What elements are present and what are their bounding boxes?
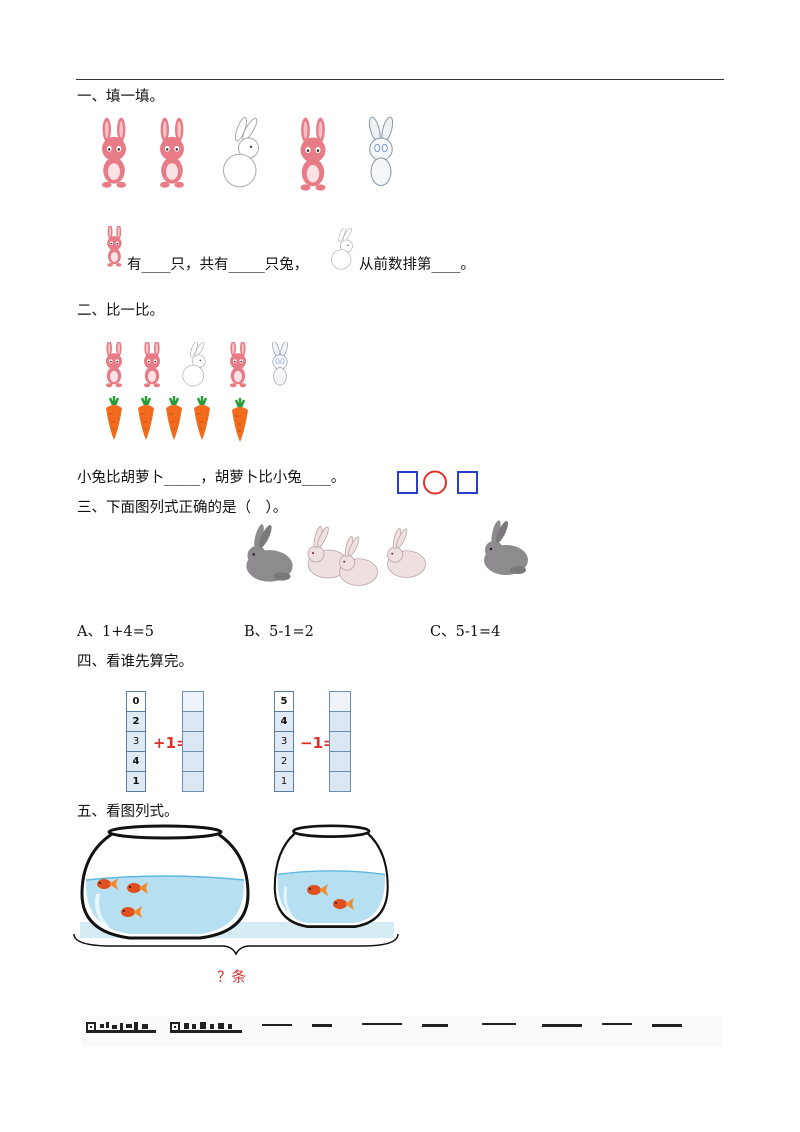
- carrot-icon: [192, 396, 212, 442]
- right-number-column: 5 4 3 2 1: [274, 691, 294, 792]
- answer-cell[interactable]: [329, 712, 351, 732]
- answer-cell[interactable]: [182, 712, 204, 732]
- answer-cell[interactable]: [329, 691, 351, 712]
- right-operator: −1=: [300, 734, 336, 752]
- rabbit-white-photo-icon: [387, 527, 426, 578]
- fishbowl-right-icon: [272, 823, 390, 929]
- carrot-icon: [164, 396, 184, 442]
- rabbit-grey-icon: [366, 116, 396, 186]
- section-3-title: 三、下面图列式正确的是（ ）。: [77, 500, 288, 516]
- answer-cell[interactable]: [182, 772, 204, 792]
- carrot-icon: [104, 396, 124, 442]
- rabbit-photo-group: [246, 520, 528, 586]
- number-cell: 5: [274, 691, 294, 712]
- answer-square-icon: [397, 471, 418, 494]
- rabbit-grey-photo-icon: [484, 520, 528, 575]
- answer-cell[interactable]: [329, 752, 351, 772]
- rabbit-white-icon: [222, 116, 260, 188]
- number-cell: 2: [126, 712, 146, 732]
- number-cell: 1: [126, 772, 146, 792]
- fishbowl-scene: [73, 823, 399, 956]
- answer-cell[interactable]: [182, 752, 204, 772]
- option-b: B、5-1=2: [244, 624, 314, 640]
- rabbit-white-icon: [182, 342, 207, 387]
- rabbit-pink-small-icon: [107, 226, 122, 267]
- carrot-icon: [230, 396, 250, 444]
- option-c: C、5-1=4: [430, 624, 501, 640]
- footer-noise: [82, 1016, 722, 1046]
- rabbit-pink-icon: [144, 342, 160, 388]
- right-answer-column[interactable]: [329, 691, 351, 792]
- number-cell: 4: [126, 752, 146, 772]
- answer-symbols: [397, 470, 478, 495]
- left-operator: +1=: [153, 734, 189, 752]
- section-1-sentence-b: 从前数排第____。: [359, 257, 475, 273]
- number-cell: 1: [274, 772, 294, 792]
- rabbit-pink-icon: [160, 117, 184, 188]
- section-2-title: 二、比一比。: [77, 303, 164, 319]
- section-1-title: 一、填一填。: [77, 89, 164, 105]
- section-5-title: 五、看图列式。: [77, 804, 179, 820]
- number-cell: 3: [126, 732, 146, 752]
- rabbit-grey-icon: [270, 342, 290, 386]
- answer-cell[interactable]: [182, 691, 204, 712]
- rabbit-pink-icon: [230, 342, 246, 388]
- brace-icon: [73, 933, 399, 956]
- number-cell: 4: [274, 712, 294, 732]
- rabbit-white-photo-icon: [339, 535, 378, 586]
- left-number-column: 0 2 3 4 1: [126, 691, 146, 792]
- carrot-row: [104, 396, 250, 444]
- rabbit-pink-icon: [102, 117, 126, 188]
- fish-count-label: ？条: [217, 970, 246, 986]
- answer-circle-icon: [423, 470, 447, 495]
- number-cell: 2: [274, 752, 294, 772]
- top-rule: [76, 79, 724, 80]
- carrot-icon: [136, 396, 156, 442]
- rabbit-white-small-icon: [331, 228, 354, 270]
- rabbit-row-small: [106, 342, 290, 388]
- option-a: A、1+4=5: [77, 624, 154, 640]
- rabbit-grey-photo-icon: [246, 523, 293, 582]
- answer-cell[interactable]: [329, 772, 351, 792]
- left-answer-column[interactable]: [182, 691, 204, 792]
- answer-cell[interactable]: [329, 732, 351, 752]
- rabbit-row-large: [102, 116, 396, 191]
- number-cell: 3: [274, 732, 294, 752]
- answer-cell[interactable]: [182, 732, 204, 752]
- rabbit-pink-icon: [106, 342, 122, 388]
- rabbit-pink-icon: [300, 117, 326, 191]
- section-1-sentence-a: 有____只，共有_____只兔，: [127, 257, 309, 273]
- section-4-title: 四、看谁先算完。: [77, 654, 193, 670]
- section-2-sentence: 小兔比胡萝卜_____，胡萝卜比小兔____。: [77, 470, 346, 486]
- number-cell: 0: [126, 691, 146, 712]
- answer-square-icon: [457, 471, 478, 494]
